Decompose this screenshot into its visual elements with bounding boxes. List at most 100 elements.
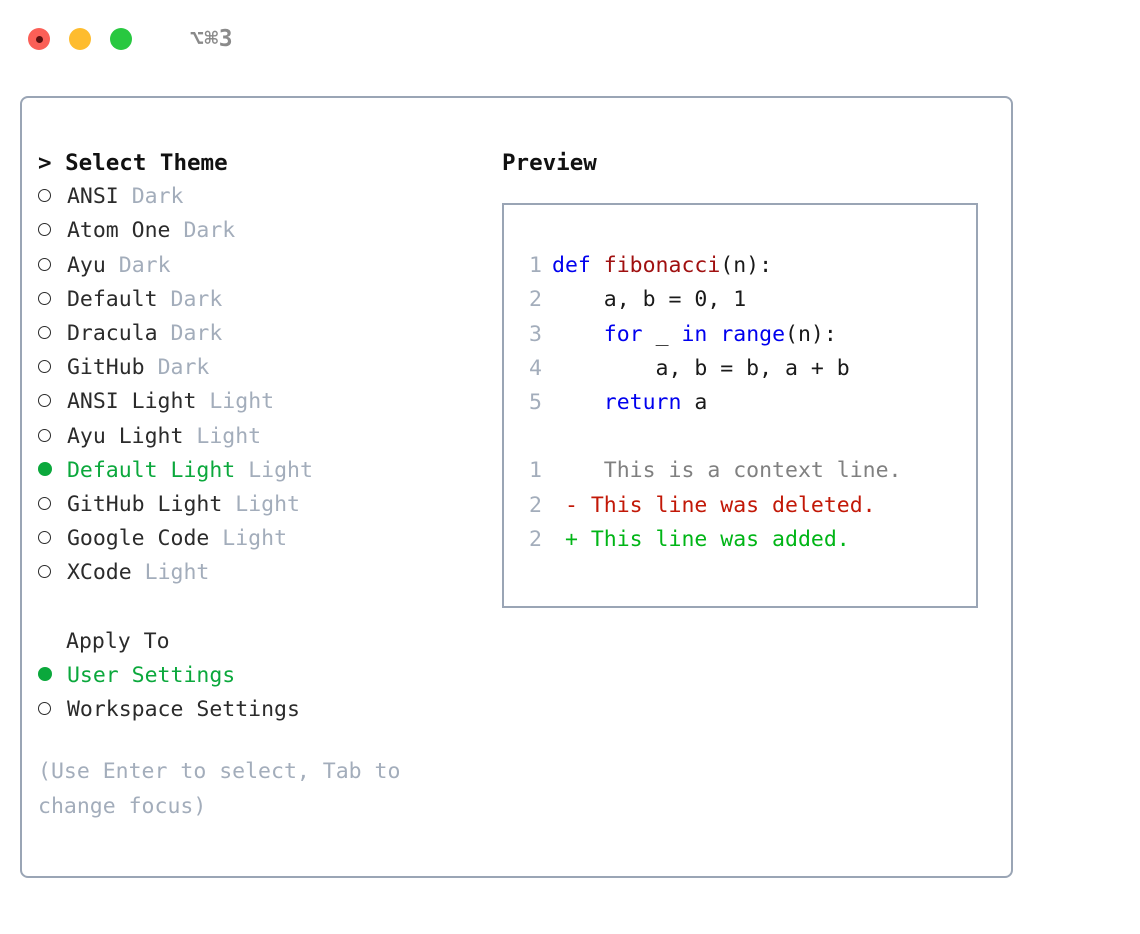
radio-unselected-icon <box>38 531 51 545</box>
code-token <box>707 322 720 347</box>
theme-item-variant: Light <box>222 526 288 552</box>
code-token <box>552 390 604 415</box>
theme-item-variant: Dark <box>170 321 223 347</box>
code-token: (n): <box>785 321 837 347</box>
radio-unselected-icon <box>38 702 51 716</box>
window-titlebar: ⌥⌘3 <box>0 0 1140 78</box>
code-token: def <box>552 253 604 279</box>
theme-item-label: ANSI Light <box>66 389 197 415</box>
radio-unselected-icon <box>38 565 51 579</box>
window-title: ⌥⌘3 <box>190 25 234 52</box>
theme-list-item[interactable]: Ayu Dark <box>38 249 468 283</box>
prompt-caret-icon: > <box>38 150 66 176</box>
theme-list-item[interactable]: Default Light Light <box>38 454 468 488</box>
code-token: range <box>720 321 786 347</box>
theme-item-variant: Dark <box>170 286 223 312</box>
code-token: in <box>681 321 708 347</box>
radio-unselected-icon <box>38 326 51 340</box>
close-button[interactable] <box>28 28 50 50</box>
theme-list-item[interactable]: ANSI Light Light <box>38 385 468 419</box>
traffic-lights <box>28 28 132 50</box>
radio-marker <box>38 180 54 214</box>
theme-item-label: GitHub <box>66 355 145 381</box>
code-diff-gap <box>504 420 976 454</box>
radio-marker <box>38 420 54 454</box>
code-line: 3 for _ in range(n): <box>504 318 976 352</box>
radio-unselected-icon <box>38 257 51 271</box>
theme-item-variant: Dark <box>183 218 236 244</box>
theme-item-label: ANSI <box>66 184 119 210</box>
diff-sign <box>552 458 578 483</box>
code-token <box>552 322 604 347</box>
theme-list-item[interactable]: GitHub Light Light <box>38 488 468 522</box>
line-number: 1 <box>529 253 542 279</box>
theme-selector-column: > Select Theme ANSI Dark Atom One Dark A… <box>38 146 468 824</box>
apply-to-item[interactable]: Workspace Settings <box>38 693 468 727</box>
radio-unselected-icon <box>38 428 51 442</box>
radio-selected-icon <box>38 667 52 682</box>
radio-unselected-icon <box>38 291 51 305</box>
theme-item-label: Ayu Light <box>66 423 184 449</box>
diff-sign: - <box>552 492 578 518</box>
line-number: 4 <box>529 355 542 381</box>
radio-marker <box>38 214 54 248</box>
line-number: 5 <box>529 390 542 416</box>
select-theme-header: > Select Theme <box>38 146 468 180</box>
code-token: a, b = b, a + b <box>552 355 850 381</box>
radio-marker <box>38 454 54 488</box>
minimize-button[interactable] <box>69 28 91 50</box>
code-line: 4 a, b = b, a + b <box>504 352 976 386</box>
radio-marker <box>38 283 54 317</box>
theme-list: ANSI Dark Atom One Dark Ayu Dark Default… <box>38 180 468 590</box>
select-theme-header-label: Select Theme <box>65 150 228 176</box>
apply-to-item-label: Workspace Settings <box>66 697 300 723</box>
theme-list-item[interactable]: ANSI Dark <box>38 180 468 214</box>
theme-item-variant: Dark <box>157 355 210 381</box>
theme-list-item[interactable]: Default Dark <box>38 283 468 317</box>
line-number: 2 <box>529 492 542 518</box>
apply-to-item[interactable]: User Settings <box>38 659 468 693</box>
theme-list-item[interactable]: Google Code Light <box>38 522 468 556</box>
diff-line: 2 - This line was deleted. <box>504 489 976 523</box>
preview-title: Preview <box>502 150 597 176</box>
radio-marker <box>38 556 54 590</box>
main-panel: > Select Theme ANSI Dark Atom One Dark A… <box>20 96 1013 878</box>
diff-sign: + <box>552 526 578 552</box>
theme-item-label: XCode <box>66 560 132 586</box>
radio-marker <box>38 522 54 556</box>
code-line: 5 return a <box>504 386 976 420</box>
theme-item-label: Default <box>66 286 158 312</box>
theme-list-item[interactable]: GitHub Dark <box>38 351 468 385</box>
theme-item-variant: Light <box>248 457 313 483</box>
radio-marker <box>38 659 54 693</box>
theme-list-item[interactable]: Atom One Dark <box>38 214 468 248</box>
line-number: 2 <box>529 526 542 552</box>
theme-item-label: Google Code <box>66 526 210 552</box>
apply-to-list: User Settings Workspace Settings <box>38 659 468 727</box>
radio-marker <box>38 693 54 727</box>
theme-list-item[interactable]: Dracula Dark <box>38 317 468 351</box>
radio-unselected-icon <box>38 394 51 408</box>
diff-line: 2 + This line was added. <box>504 523 976 557</box>
theme-item-variant: Light <box>196 423 262 449</box>
theme-item-variant: Light <box>144 560 210 586</box>
diff-text: This is a context line. <box>577 458 902 484</box>
theme-list-item[interactable]: XCode Light <box>38 556 468 590</box>
theme-item-label: Ayu <box>66 252 106 278</box>
list-spacer <box>38 591 468 625</box>
code-line: 2 a, b = 0, 1 <box>504 283 976 317</box>
theme-list-item[interactable]: Ayu Light Light <box>38 420 468 454</box>
diff-line: 1 This is a context line. <box>504 454 976 488</box>
diff-sample: 1 This is a context line.2 - This line w… <box>504 454 976 557</box>
code-token: _ <box>642 321 682 347</box>
theme-item-variant: Light <box>235 492 300 518</box>
theme-item-variant: Dark <box>131 184 184 210</box>
theme-item-label: Default Light <box>66 457 236 483</box>
radio-marker <box>38 385 54 419</box>
code-token: return <box>603 390 682 416</box>
maximize-button[interactable] <box>110 28 132 50</box>
